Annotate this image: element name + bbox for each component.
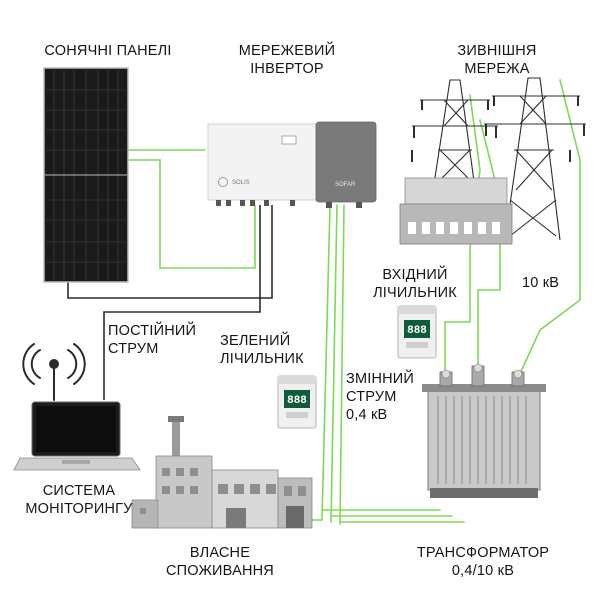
solar-panel-icon — [43, 67, 129, 283]
inverter-icon: SOLIS SOFAR — [207, 121, 377, 208]
own-consumption-label: ВЛАСНЕ СПОЖИВАННЯ — [166, 545, 274, 579]
svg-text:SOLIS: SOLIS — [232, 180, 250, 186]
dc-cable-dark — [67, 205, 273, 400]
solar-panels-label: СОНЯЧНІ ПАНЕЛІ — [44, 43, 172, 59]
ac-cables-green — [127, 79, 581, 525]
direct-current-label: ПОСТІЙНИЙ СТРУМ — [108, 323, 197, 357]
monitoring-system-label: СИСТЕМА МОНІТОРИНГУ — [25, 483, 133, 517]
svg-text:SOFAR: SOFAR — [335, 182, 356, 188]
green-meter-display: 888 — [287, 395, 307, 407]
inverter-label: МЕРЕЖЕВИЙ ІНВЕРТОР — [238, 43, 336, 77]
laptop-icon — [13, 401, 141, 471]
alternating-current-label: ЗМІННИЙ СТРУМ 0,4 кВ — [346, 371, 415, 423]
power-tower-icon — [411, 77, 586, 241]
factory-icon — [131, 416, 313, 529]
electric-meter-icon: 888 — [277, 375, 317, 429]
voltage-10kv-label: 10 кВ — [522, 275, 560, 291]
transformer-label: ТРАНСФОРМАТОР 0,4/10 кВ — [416, 545, 550, 579]
transformer-icon — [422, 363, 546, 498]
input-meter-display: 888 — [407, 325, 427, 337]
input-meter-label: ВХІДНИЙ ЛІЧИЛЬНИК — [373, 267, 457, 301]
wifi-signal-icon — [22, 343, 86, 401]
electric-meter-icon: 888 — [397, 305, 437, 359]
green-meter-label: ЗЕЛЕНИЙ ЛІЧИЛЬНИК — [220, 333, 304, 367]
external-grid-label: ЗИВНІШНЯ МЕРЕЖА — [457, 43, 537, 77]
substation-building-icon — [399, 177, 513, 245]
